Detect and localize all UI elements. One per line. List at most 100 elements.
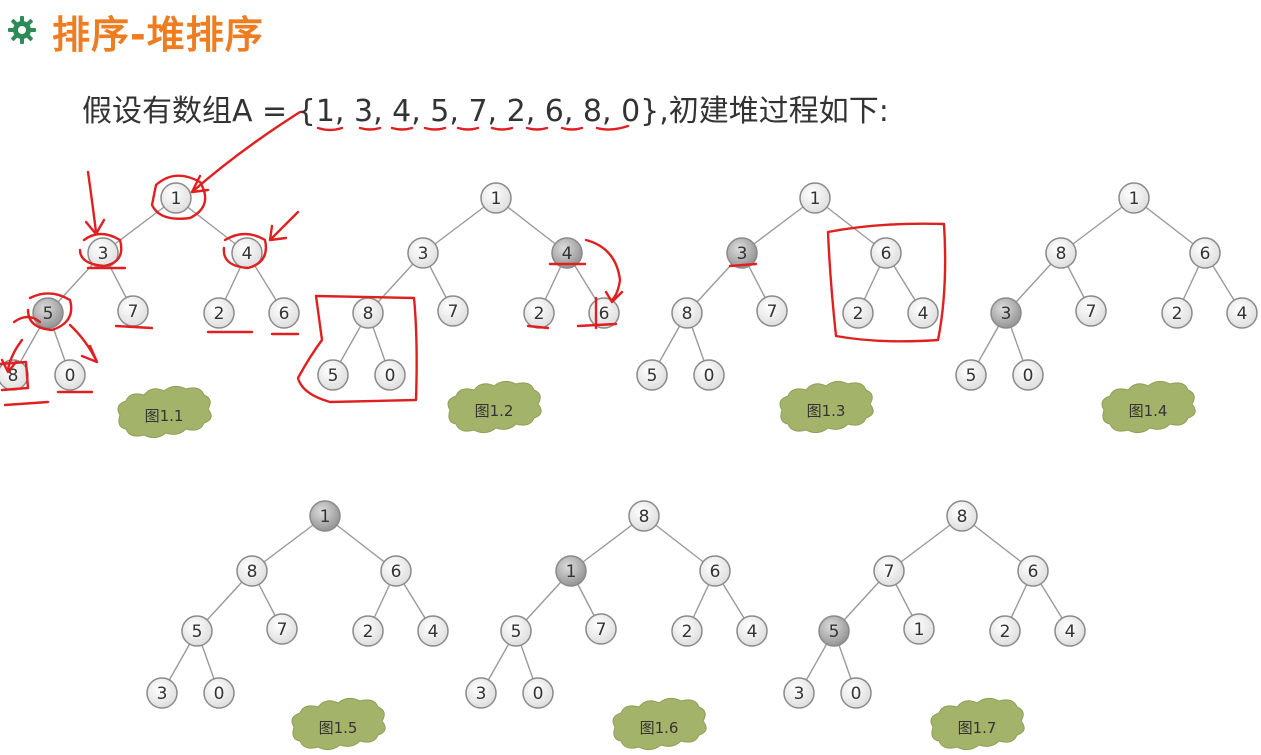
tree-node-label: 4 xyxy=(1065,622,1076,642)
tree-node xyxy=(54,359,86,391)
tree-node xyxy=(799,182,831,214)
tree-node-label: 3 xyxy=(98,244,109,264)
figure-label-cloud xyxy=(930,697,1025,751)
tree-node xyxy=(1189,237,1221,269)
tree-node xyxy=(903,613,935,645)
tree-node xyxy=(870,237,902,269)
tree-node xyxy=(266,613,298,645)
tree-node xyxy=(1012,359,1044,391)
tree-node-label: 7 xyxy=(884,562,895,582)
tree-node-label: 4 xyxy=(918,304,929,324)
tree-node-label: 4 xyxy=(1237,304,1248,324)
tree-node xyxy=(317,359,349,391)
tree-node-label: 0 xyxy=(1023,366,1034,386)
tree-node xyxy=(181,615,213,647)
tree-node xyxy=(1075,295,1107,327)
tree-node xyxy=(946,500,978,532)
tree-node-label: 0 xyxy=(65,366,76,386)
tree-node-label: 2 xyxy=(853,304,864,324)
tree-node xyxy=(699,555,731,587)
tree-node xyxy=(203,677,235,709)
tree-node xyxy=(352,615,384,647)
tree-node xyxy=(636,359,668,391)
tree-node-label: 7 xyxy=(128,302,139,322)
tree-node-label: 2 xyxy=(534,304,545,324)
tree-node xyxy=(842,297,874,329)
tree-node-label: 8 xyxy=(8,366,19,386)
figure-label-cloud xyxy=(612,697,707,751)
figure-label: 图1.3 xyxy=(807,402,846,420)
gear-bullet-icon xyxy=(8,16,36,44)
tree-node xyxy=(417,615,449,647)
tree-node xyxy=(1226,297,1258,329)
tree-node xyxy=(990,297,1022,329)
tree-node xyxy=(818,615,850,647)
tree-node xyxy=(671,297,703,329)
tree-node xyxy=(522,677,554,709)
tree-node-label: 6 xyxy=(279,304,290,324)
figure-label: 图1.4 xyxy=(1129,402,1168,420)
tree-node-label: 8 xyxy=(639,507,650,527)
handwritten-annotations xyxy=(0,110,947,407)
tree-node-label: 3 xyxy=(1001,304,1012,324)
tree-node xyxy=(380,555,412,587)
tree-node-label: 1 xyxy=(810,189,821,209)
tree-node-label: 7 xyxy=(767,302,778,322)
figure-label: 图1.7 xyxy=(958,719,997,737)
tree-node xyxy=(146,677,178,709)
tree-node-label: 2 xyxy=(1000,622,1011,642)
tree-node xyxy=(551,237,583,269)
tree-node-label: 8 xyxy=(682,304,693,324)
figure-label: 图1.6 xyxy=(640,719,679,737)
tree-node xyxy=(736,615,768,647)
tree-node-label: 6 xyxy=(1200,244,1211,264)
tree-node-label: 1 xyxy=(914,620,925,640)
tree-node xyxy=(407,237,439,269)
page-title: 排序-堆排序 xyxy=(52,13,264,57)
tree-node-label: 7 xyxy=(448,302,459,322)
tree-node-label: 3 xyxy=(737,244,748,264)
tree-node-label: 1 xyxy=(1129,189,1140,209)
tree-node-label: 3 xyxy=(157,684,168,704)
figure-label-cloud xyxy=(1101,380,1196,434)
figure-label: 图1.1 xyxy=(145,407,184,425)
tree-node-label: 0 xyxy=(533,684,544,704)
tree-node-label: 4 xyxy=(242,244,253,264)
tree-node xyxy=(585,613,617,645)
tree-node xyxy=(236,555,268,587)
tree-node-label: 6 xyxy=(1028,562,1039,582)
tree-node-label: 3 xyxy=(794,684,805,704)
tree-node-label: 8 xyxy=(363,304,374,324)
tree-node xyxy=(1161,297,1193,329)
tree-node-label: 5 xyxy=(511,622,522,642)
tree-node xyxy=(465,677,497,709)
tree-node-label: 2 xyxy=(363,622,374,642)
tree-node-label: 6 xyxy=(881,244,892,264)
tree-node xyxy=(160,182,192,214)
figure-label: 图1.2 xyxy=(475,402,514,420)
tree-node-label: 7 xyxy=(596,620,607,640)
tree-node xyxy=(1017,555,1049,587)
tree-node xyxy=(756,295,788,327)
tree-node xyxy=(437,295,469,327)
tree-node xyxy=(873,555,905,587)
tree-node-label: 0 xyxy=(214,684,225,704)
tree-node-label: 4 xyxy=(562,244,573,264)
tree-node-label: 5 xyxy=(829,622,840,642)
tree-node xyxy=(783,677,815,709)
tree-node-label: 5 xyxy=(647,366,658,386)
tree-node xyxy=(726,237,758,269)
figure-label-cloud xyxy=(779,380,874,434)
tree-node-label: 7 xyxy=(1086,302,1097,322)
figure-label-cloud xyxy=(447,380,542,434)
tree-node-label: 6 xyxy=(599,304,610,324)
tree-node-label: 5 xyxy=(328,366,339,386)
tree-node-label: 3 xyxy=(476,684,487,704)
